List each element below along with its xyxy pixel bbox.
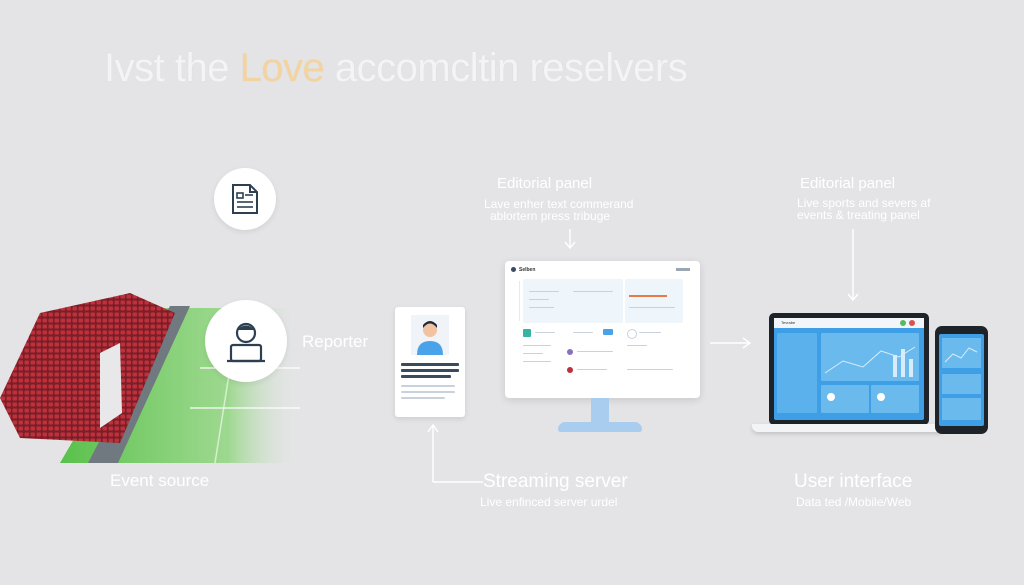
editorial-monitor: Selben xyxy=(505,261,700,398)
user-interface-label: User interface xyxy=(794,471,913,492)
profile-avatar-icon xyxy=(411,315,449,355)
phone xyxy=(935,326,988,434)
editorial-right-line2: events & treating panel xyxy=(797,208,920,222)
reporter-label: Reporter xyxy=(302,332,369,351)
laptop-base xyxy=(752,424,944,432)
laptop: Tevrabe xyxy=(769,313,929,425)
editorial-center-line1: Lave enher text commerand xyxy=(484,197,634,211)
reporter-avatar-icon xyxy=(227,322,265,363)
event-source-label: Event source xyxy=(110,471,210,490)
document-icon xyxy=(232,184,258,214)
arrow-up-icon xyxy=(427,423,483,483)
reporter-profile-card xyxy=(395,307,465,417)
monitor-stand-neck xyxy=(591,398,609,424)
editorial-center-line2: ablortern press tribuge xyxy=(490,209,611,223)
user-interface-sub: Data ted /Mobile/Web xyxy=(796,495,912,509)
document-node xyxy=(214,168,276,230)
arrow-down-icon xyxy=(847,229,859,302)
editorial-center-title: Editorial panel xyxy=(497,175,593,192)
editorial-right-line1: Live sports and severs af xyxy=(797,196,931,210)
streaming-server-sub: Live enfinced server urdel xyxy=(480,495,618,509)
stadium-wall xyxy=(100,343,122,428)
laptop-app-name: Tevrabe xyxy=(781,320,796,325)
arrow-down-icon xyxy=(564,229,576,250)
title-part-2: accomcltin reselvers xyxy=(324,46,688,90)
streaming-server-label: Streaming server xyxy=(483,471,628,492)
reporter-node xyxy=(205,300,287,382)
stadium-seats xyxy=(0,293,175,443)
arrow-right-icon xyxy=(710,337,752,349)
monitor-app-name: Selben xyxy=(519,267,536,273)
monitor-stand-base xyxy=(558,422,642,432)
title-part-1: Ivst the xyxy=(104,46,240,90)
page-title: Ivst the Love accomcltin reselvers xyxy=(104,46,688,91)
editorial-right-title: Editorial panel xyxy=(800,175,896,192)
title-highlight: Love xyxy=(239,46,325,90)
